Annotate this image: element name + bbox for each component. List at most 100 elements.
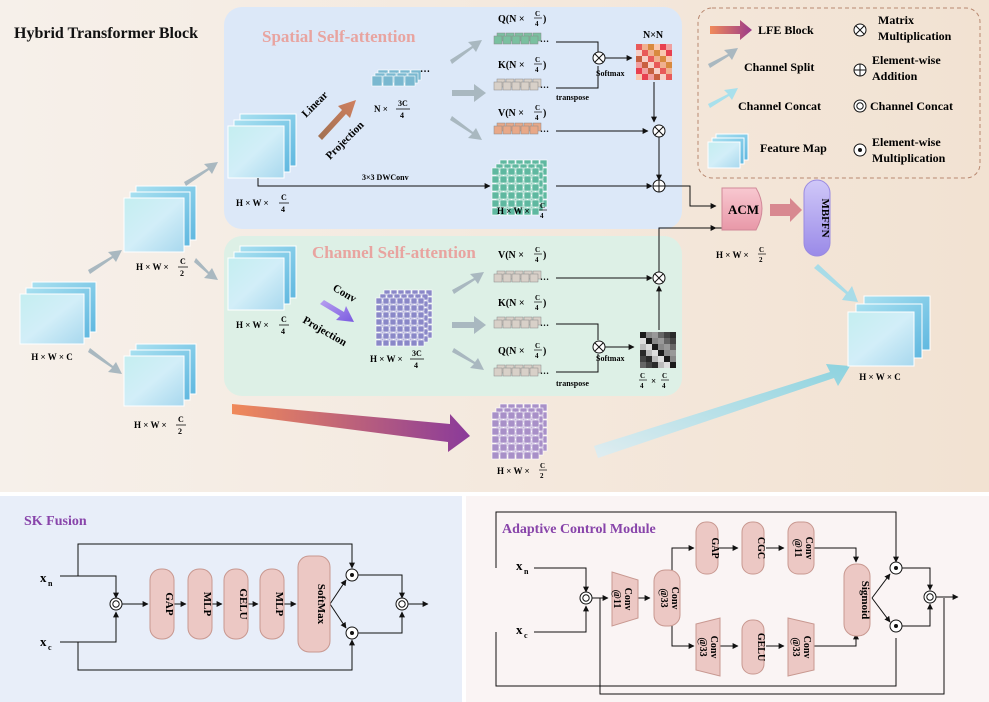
acm-conv33-trap-1[interactable] (695, 617, 721, 677)
token-cell (382, 75, 394, 87)
cube-cell (515, 159, 524, 168)
cube-cell (495, 439, 504, 448)
mbffn-to-output-arrow (814, 264, 858, 302)
qkv-strips: ……………… (493, 32, 549, 377)
acm-xc-sub: c (524, 631, 528, 640)
cube-cell (396, 318, 404, 326)
acm-gelu-block[interactable] (741, 619, 765, 675)
attn-cell (648, 50, 654, 56)
split-upper-dims: H × W × (136, 262, 169, 272)
legend-lfe-swatch (710, 20, 752, 40)
cube-cell (417, 304, 425, 312)
cube-cell (375, 304, 383, 312)
cube-cell (523, 403, 532, 412)
acm-xn-sub: n (524, 567, 529, 576)
cube-cell (495, 203, 504, 212)
cube-cell (403, 339, 411, 347)
frac-c: C (281, 315, 287, 324)
cube-cell (531, 199, 540, 208)
legend-concat-label-2: Channel Concat (870, 99, 953, 113)
cube-cell (539, 191, 548, 200)
acm-concat-op-2 (923, 590, 937, 604)
acm-conv33-block[interactable] (653, 569, 681, 627)
attn-cell (658, 338, 664, 344)
acm-conv33-trap-2-sub: @33 (790, 637, 801, 656)
strip-cell (502, 35, 512, 45)
legend-concat-swatch (708, 88, 738, 108)
sk-block-mlp (259, 568, 285, 640)
cube-cell (523, 159, 532, 168)
cube-cell (503, 179, 512, 188)
acm-cgc-block[interactable] (741, 521, 765, 575)
attn-cell (660, 74, 666, 80)
attention-map-spatial (636, 44, 672, 80)
cube-cell (375, 318, 383, 326)
acm-conv11-block-2[interactable] (787, 521, 815, 575)
attn-cell (648, 44, 654, 50)
cube-cell (403, 325, 411, 333)
acm-sigmoid-label: Sigmoid (859, 581, 871, 620)
acm-conv33-trap-1-sub: @33 (697, 637, 708, 656)
frac-c: C (535, 10, 540, 18)
cube-cell (539, 435, 548, 444)
strip-cell (493, 319, 503, 329)
cube-cell (417, 311, 425, 319)
cube-cell (410, 304, 418, 312)
attn-cell (666, 44, 672, 50)
acm-sigmoid-block[interactable] (843, 563, 871, 637)
attn-cell (636, 62, 642, 68)
softmax-label-spatial: Softmax (596, 69, 624, 78)
attn-cell (652, 362, 658, 368)
cube-cell (417, 339, 425, 347)
frac-2: 2 (178, 427, 182, 436)
strip-cell (529, 81, 539, 91)
cube-cell (410, 297, 418, 305)
cube-cell (523, 419, 532, 428)
acm-block[interactable] (721, 187, 763, 231)
cube-cell (491, 411, 500, 420)
acm-conv11-block[interactable] (611, 571, 639, 627)
cube-cell (523, 199, 532, 208)
cube-cell (507, 435, 516, 444)
sk-xn-sub: n (48, 579, 53, 588)
attn-cell (646, 362, 652, 368)
strip-cell (511, 273, 521, 283)
cube-cell (417, 332, 425, 340)
acm-gap-block[interactable] (695, 521, 719, 575)
softmax-label-channel: Softmax (596, 354, 624, 363)
cube-cell (511, 423, 520, 432)
cube-cell (421, 293, 429, 301)
sk-flow-lines (60, 543, 429, 671)
channel-feature-map (227, 245, 297, 311)
attn-cell (654, 44, 660, 50)
cube-cell (499, 167, 508, 176)
acm-cgc-label: CGC (755, 537, 766, 559)
attn-cell (640, 338, 646, 344)
linear-projection-arrow (318, 100, 356, 140)
qkv-arrows-spatial (450, 40, 486, 140)
cube-cell (503, 423, 512, 432)
attn-cell (654, 56, 660, 62)
frac-c: C (535, 56, 540, 64)
cube-cell (403, 332, 411, 340)
frac-4: 4 (535, 114, 539, 122)
cube-cell (531, 427, 540, 436)
attn-cell (660, 62, 666, 68)
cube-cell (519, 439, 528, 448)
cube-cell (515, 167, 524, 176)
cube-cell (527, 439, 536, 448)
acm-conv33-trap-2[interactable] (787, 617, 815, 677)
cube-cell (389, 339, 397, 347)
cube-cell (531, 159, 540, 168)
cube-cell (507, 451, 516, 460)
cube-cell (396, 297, 404, 305)
cube-cell (511, 187, 520, 196)
cube-cell (539, 175, 548, 184)
cube-cell (531, 175, 540, 184)
frac-4: 4 (535, 352, 539, 360)
strip-cell (529, 35, 539, 45)
sk-xn: x (40, 570, 47, 585)
cube-cell (375, 332, 383, 340)
strip-cell (502, 81, 512, 91)
mbffn-block[interactable] (803, 179, 831, 257)
